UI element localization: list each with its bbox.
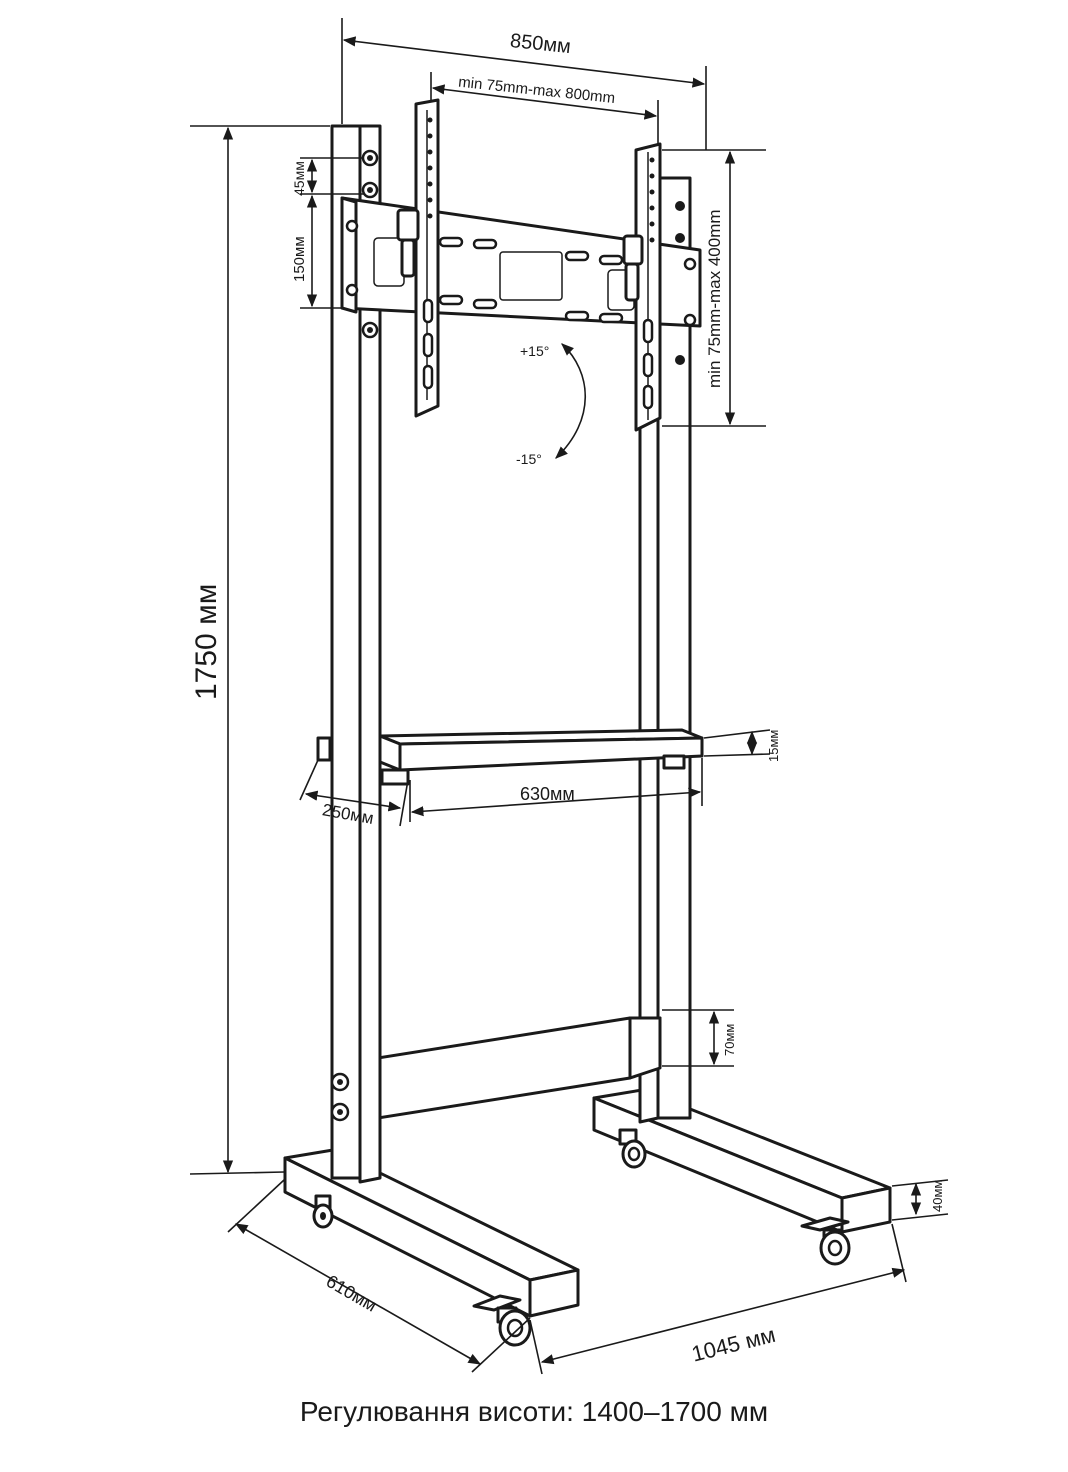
height-adjustment-caption: Регулювання висоти: 1400–1700 мм <box>299 1396 769 1427</box>
label-tilt-down: -15° <box>516 451 542 467</box>
vesa-rail-right <box>622 142 662 432</box>
label-base-depth: 610мм <box>323 1271 380 1316</box>
caster-left-back <box>312 1194 334 1229</box>
left-post <box>330 124 382 1184</box>
dim-total-height <box>189 125 330 1175</box>
label-base-height: 40мм <box>930 1180 945 1212</box>
dim-vesa-horizontal <box>430 72 659 146</box>
caster-right-front <box>800 1216 851 1266</box>
label-hole-45: 45мм <box>291 161 307 196</box>
tilt-arc <box>555 343 586 459</box>
dim-shelf-width <box>409 758 703 822</box>
dim-crossbar-height <box>662 1009 734 1067</box>
label-crossbar-height: 70мм <box>722 1024 737 1056</box>
dim-shelf-depth <box>299 759 409 827</box>
label-shelf-width: 630мм <box>520 784 575 804</box>
label-vesa-vertical: min 75mm-max 400mm <box>705 209 724 388</box>
label-base-length: 1045 мм <box>689 1322 778 1367</box>
label-tilt-up: +15° <box>520 343 549 359</box>
label-shelf-thickness: 15мм <box>766 730 781 762</box>
dim-base-height <box>891 1179 949 1221</box>
caster-right-back <box>618 1128 647 1169</box>
dim-frame-width <box>341 18 707 150</box>
dim-hole-spacing <box>300 157 364 309</box>
dim-base-depth <box>227 1179 531 1373</box>
label-total-height: 1750 мм <box>190 584 223 700</box>
label-frame-width: 850мм <box>509 30 572 58</box>
dim-base-length <box>529 1223 907 1375</box>
dim-vesa-vertical <box>662 149 766 427</box>
dim-shelf-thickness <box>703 729 771 757</box>
label-hole-150: 150мм <box>291 236 308 282</box>
caster-left-front <box>472 1294 532 1347</box>
vesa-rail-left <box>396 98 440 418</box>
label-vesa-horizontal: min 75mm-max 800mm <box>457 74 615 107</box>
